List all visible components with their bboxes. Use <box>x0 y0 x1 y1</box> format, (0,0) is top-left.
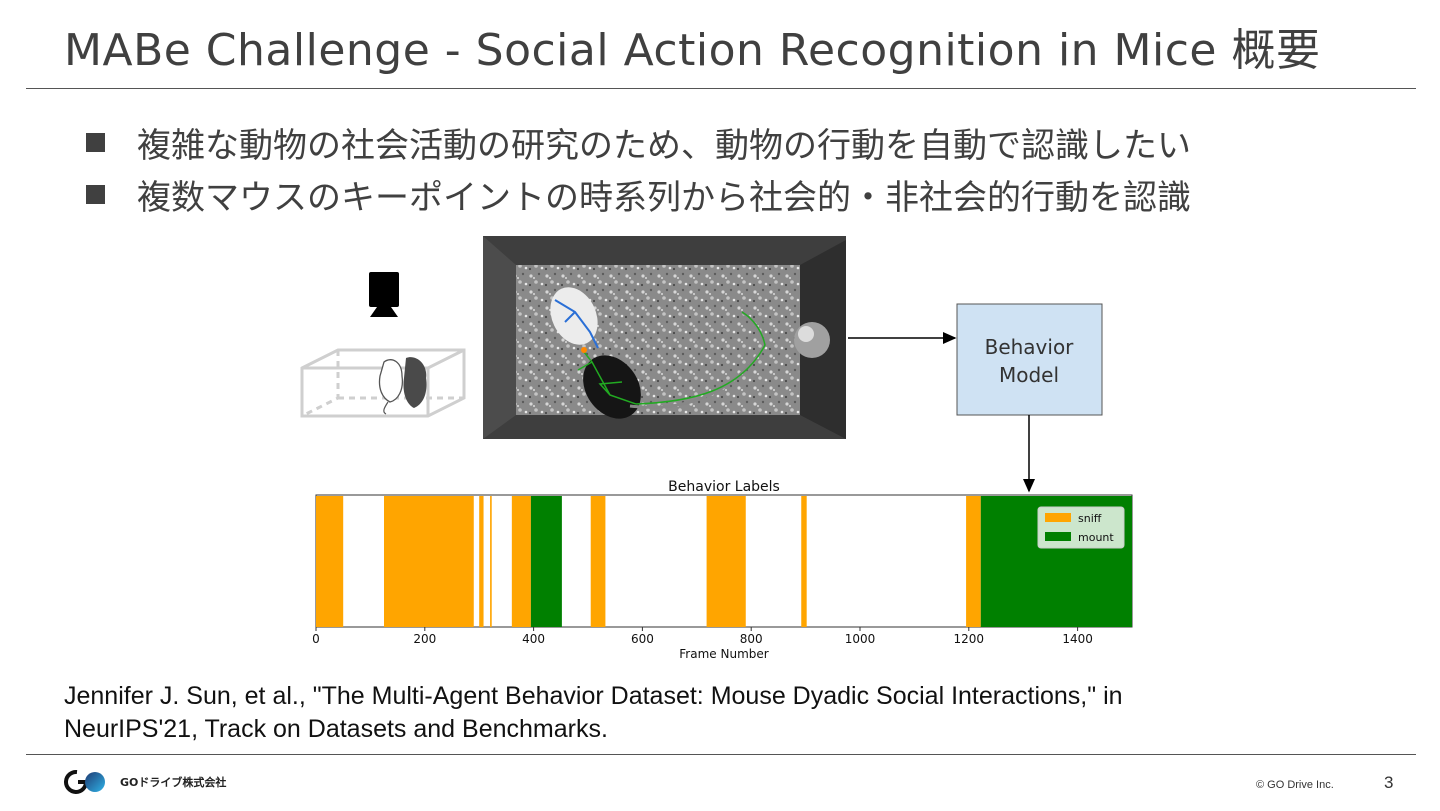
x-tick-label: 1400 <box>1062 632 1093 646</box>
citation: Jennifer J. Sun, et al., "The Multi-Agen… <box>64 680 1123 746</box>
label-segment-sniff <box>706 496 746 627</box>
model-label-line2: Model <box>999 363 1059 387</box>
title-divider <box>26 88 1416 89</box>
label-segment-sniff <box>511 496 531 627</box>
chart-title: Behavior Labels <box>668 479 780 495</box>
bullet-text: 複数マウスのキーポイントの時系列から社会的・非社会的行動を認識 <box>137 177 1191 218</box>
model-label-line1: Behavior <box>985 335 1075 359</box>
x-tick-label: 1200 <box>954 632 985 646</box>
page-number: 3 <box>1384 773 1394 792</box>
copyright: © GO Drive Inc. <box>1256 779 1334 791</box>
x-tick-label: 600 <box>631 632 654 646</box>
behavior-labels-chart: Behavior Labels 0 200 400 600 800 1000 1200 140… <box>312 479 1133 661</box>
mice-sketch <box>378 357 427 415</box>
legend-label-sniff: sniff <box>1078 512 1102 525</box>
bullet-square-icon <box>86 184 105 204</box>
x-axis-label: Frame Number <box>679 647 768 661</box>
label-segment-sniff <box>590 496 606 627</box>
label-segment-sniff <box>801 496 807 627</box>
label-segment-sniff <box>490 496 492 627</box>
camera-icon <box>369 272 399 317</box>
footer-company: GOドライブ株式会社 <box>120 776 227 789</box>
bullet-item: 複雑な動物の社会活動の研究のため、動物の行動を自動で認識したい <box>86 116 1191 168</box>
chart-legend: sniff mount <box>1037 506 1125 549</box>
x-tick-label: 800 <box>740 632 763 646</box>
bullet-item: 複数マウスのキーポイントの時系列から社会的・非社会的行動を認識 <box>86 168 1191 220</box>
bullet-list: 複雑な動物の社会活動の研究のため、動物の行動を自動で認識したい 複数マウスのキー… <box>86 116 1191 220</box>
go-logo <box>64 769 105 794</box>
mouse-video-frame <box>483 236 846 439</box>
behavior-model-box <box>956 303 1103 416</box>
citation-line-2: NeurIPS'21, Track on Datasets and Benchm… <box>64 715 608 743</box>
bullet-square-icon <box>86 132 105 152</box>
legend-swatch-mount <box>1045 532 1071 541</box>
citation-line-1: Jennifer J. Sun, et al., "The Multi-Agen… <box>64 682 1123 710</box>
label-segment-mount <box>530 496 562 627</box>
bullet-text: 複雑な動物の社会活動の研究のため、動物の行動を自動で認識したい <box>137 125 1191 166</box>
page-title: MABe Challenge - Social Action Recogniti… <box>64 25 1321 76</box>
label-segment-sniff <box>316 496 344 627</box>
label-segment-sniff <box>479 496 484 627</box>
legend-label-mount: mount <box>1078 531 1114 544</box>
x-tick-label: 0 <box>312 632 320 646</box>
footer-brand: GOドライブ株式会社 <box>64 768 226 796</box>
x-tick-label: 200 <box>413 632 436 646</box>
label-segment-sniff <box>384 496 474 627</box>
label-segment-sniff <box>966 496 981 627</box>
legend-swatch-sniff <box>1045 513 1071 522</box>
x-tick-label: 400 <box>522 632 545 646</box>
footer-divider <box>26 754 1416 755</box>
cage-icon <box>300 348 466 418</box>
x-tick-label: 1000 <box>845 632 876 646</box>
